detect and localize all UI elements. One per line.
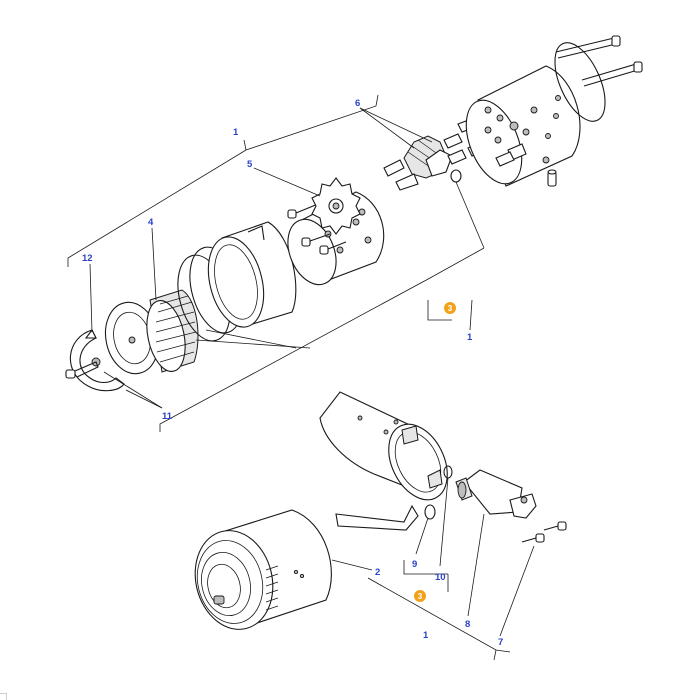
callout-7: 7 <box>498 637 503 648</box>
filter-housing <box>207 221 297 328</box>
callout-6: 6 <box>355 98 360 109</box>
pump-bolts <box>287 203 347 255</box>
upper-assembly: 1 6 5 4 12 11 1 3 <box>65 35 643 432</box>
lower-assembly: 2 9 10 8 7 1 3 <box>194 391 567 661</box>
reference-marker-lower: 3 <box>414 590 426 602</box>
small-fittings <box>542 156 557 187</box>
flow-arrow <box>335 504 419 531</box>
sensor-switch <box>455 469 537 519</box>
housing-seal-ring <box>554 42 606 122</box>
callout-4: 4 <box>148 217 154 228</box>
motor-housing <box>319 391 448 501</box>
callout-12: 12 <box>82 253 93 264</box>
callout-1-right: 1 <box>467 332 473 343</box>
filter-element <box>146 289 199 373</box>
callout-11: 11 <box>162 411 173 422</box>
callout-1-bottom: 1 <box>423 630 429 641</box>
frame-corner <box>0 693 7 700</box>
bolt-left <box>65 361 99 379</box>
o-ring-9 <box>424 504 436 520</box>
reference-marker-upper-label: 3 <box>448 304 453 313</box>
reference-marker-lower-label: 3 <box>418 592 423 601</box>
leader-lines-upper <box>89 107 485 409</box>
callout-10: 10 <box>435 572 446 583</box>
assembly-bracket-top <box>67 94 485 432</box>
callout-9: 9 <box>412 559 417 570</box>
filter-cartridge <box>194 509 332 630</box>
mounting-screws <box>521 521 567 543</box>
callout-1-top: 1 <box>233 127 239 138</box>
impeller-gear <box>311 177 361 235</box>
leader-lines-lower <box>331 477 535 661</box>
filter-cover-plate <box>104 301 160 375</box>
gear-set <box>403 135 453 179</box>
callout-2: 2 <box>375 567 380 578</box>
reference-marker-upper-dot <box>444 302 456 314</box>
end-housing <box>465 65 581 187</box>
tie-bolts <box>555 35 643 87</box>
reference-marker-lower-dot <box>414 590 426 602</box>
callout-5: 5 <box>247 159 253 170</box>
callout-8: 8 <box>465 619 470 630</box>
reference-marker-upper: 3 <box>444 302 456 314</box>
